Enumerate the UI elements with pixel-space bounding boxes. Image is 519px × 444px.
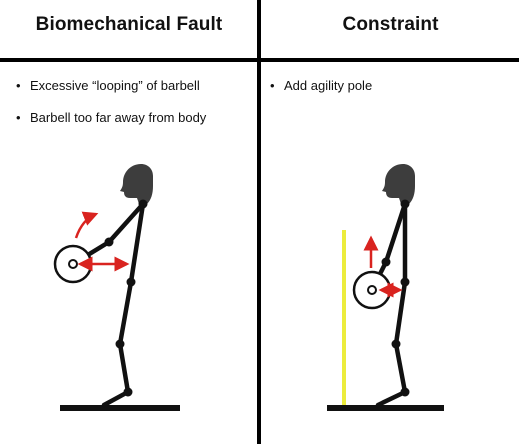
list-item: • Add agility pole xyxy=(270,78,510,94)
left-bullet-list: • Excessive “looping” of barbell • Barbe… xyxy=(16,78,254,142)
right-head xyxy=(382,164,415,204)
right-bullet-list: • Add agility pole xyxy=(270,78,510,110)
list-item: • Excessive “looping” of barbell xyxy=(16,78,254,94)
right-platform xyxy=(327,405,444,411)
bullet-text: Excessive “looping” of barbell xyxy=(30,78,200,93)
bullet-text: Add agility pole xyxy=(284,78,373,93)
right-stick-figure xyxy=(327,164,444,411)
left-joint-ankle xyxy=(123,387,133,397)
right-joint-hip xyxy=(400,277,410,287)
right-joint-elbow xyxy=(381,257,391,267)
right-joint-knee xyxy=(391,339,401,349)
right-joint-ankle xyxy=(400,387,410,397)
left-body-lines xyxy=(101,201,146,408)
right-panel-header: Constraint xyxy=(342,14,439,35)
list-item: • Barbell too far away from body xyxy=(16,110,254,126)
right-joint-shoulder xyxy=(400,199,410,209)
left-joint-elbow xyxy=(104,237,114,247)
bullet-dot: • xyxy=(16,78,21,93)
left-stick-figure xyxy=(53,164,180,411)
bullet-text: Barbell too far away from body xyxy=(30,110,207,125)
agility-pole xyxy=(342,230,346,405)
left-barbell-hub xyxy=(68,259,78,269)
left-looping-arrow-icon xyxy=(74,211,99,239)
left-platform xyxy=(60,405,180,411)
right-barbell-hub xyxy=(367,285,377,295)
bullet-dot: • xyxy=(16,110,21,125)
left-panel-header: Biomechanical Fault xyxy=(35,14,223,35)
left-joint-hip xyxy=(126,277,136,287)
left-joint-shoulder xyxy=(138,199,148,209)
bullet-dot: • xyxy=(270,78,275,93)
left-head xyxy=(120,164,153,204)
left-joint-knee xyxy=(115,339,125,349)
